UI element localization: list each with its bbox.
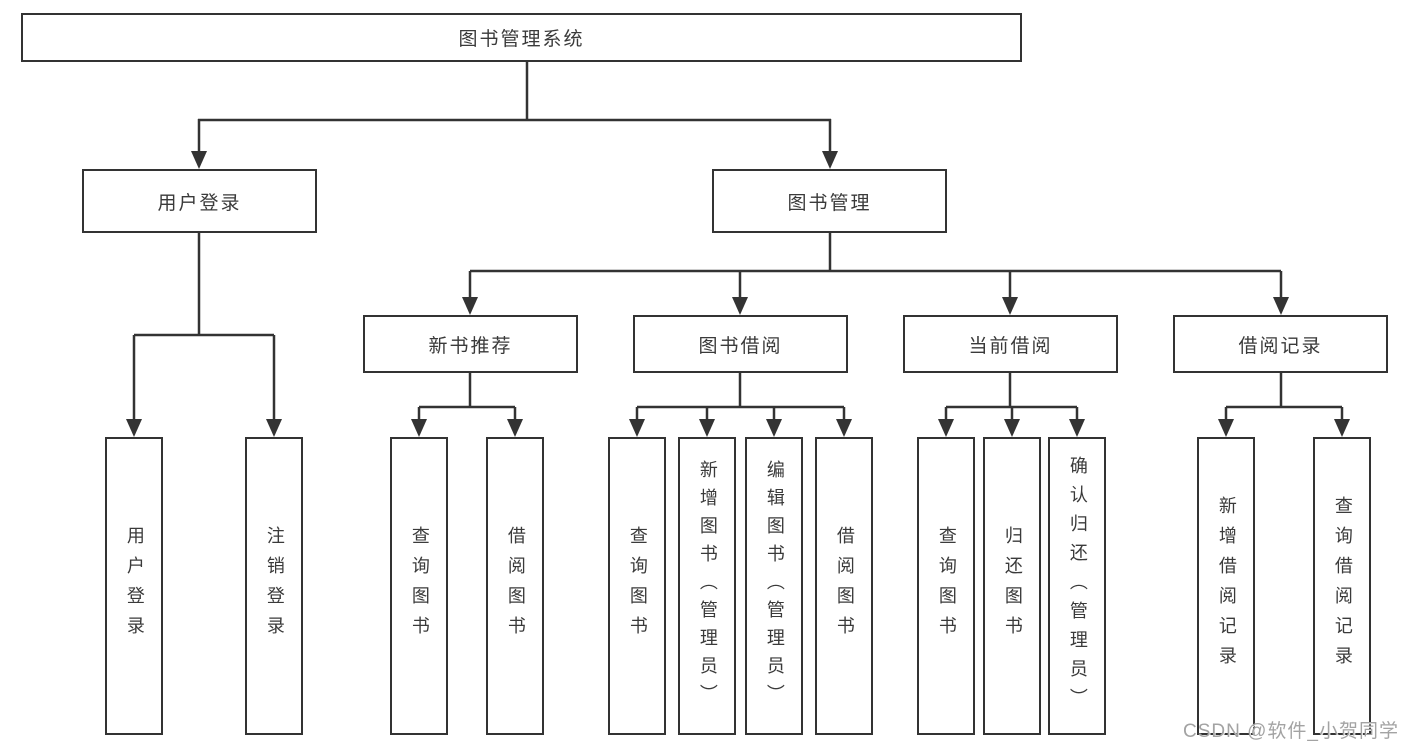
node-root-label: 图书管理系统 (458, 29, 585, 50)
leaf-bb-borrow-books: 借阅图书 (815, 437, 873, 735)
node-new-book-recommend-label: 新书推荐 (428, 335, 513, 357)
leaf-cb-return-books: 归还图书 (983, 437, 1041, 735)
node-book-mgmt: 图书管理 (712, 169, 947, 233)
leaf-cb-return-books-label: 归还图书 (1002, 526, 1023, 646)
node-current-borrow: 当前借阅 (903, 315, 1118, 373)
leaf-cb-confirm-return-admin-label: 确认归还（管理员） (1067, 455, 1088, 717)
leaf-bb-borrow-books-label: 借阅图书 (834, 526, 855, 646)
connector-current-borrow-to-children (938, 373, 1085, 437)
arrow-down-icon (1002, 297, 1018, 315)
leaf-bb-add-books-admin-label: 新增图书（管理员） (697, 460, 718, 712)
arrow-down-icon (732, 297, 748, 315)
node-root-library-system: 图书管理系统 (21, 13, 1022, 62)
leaf-bb-query-books: 查询图书 (608, 437, 666, 735)
arrow-down-icon (411, 419, 427, 437)
leaf-cb-confirm-return-admin: 确认归还（管理员） (1048, 437, 1106, 735)
connector-root-to-level2 (191, 62, 838, 169)
connector-borrow-records-to-children (1218, 373, 1350, 437)
node-book-borrow: 图书借阅 (633, 315, 848, 373)
connector-book-mgmt-to-level3 (462, 233, 1289, 315)
leaf-nbr-borrow-books-label: 借阅图书 (505, 526, 526, 646)
connector-user-login-to-children (126, 233, 282, 437)
node-book-mgmt-label: 图书管理 (787, 192, 872, 214)
leaf-br-add-borrow-record-label: 新增借阅记录 (1216, 496, 1237, 676)
arrow-down-icon (836, 419, 852, 437)
node-user-login-label: 用户登录 (157, 192, 242, 214)
arrow-down-icon (126, 419, 142, 437)
node-borrow-records-label: 借阅记录 (1238, 335, 1323, 357)
node-new-book-recommend: 新书推荐 (363, 315, 578, 373)
leaf-br-query-borrow-record: 查询借阅记录 (1313, 437, 1371, 735)
arrow-down-icon (629, 419, 645, 437)
arrow-down-icon (938, 419, 954, 437)
leaf-logout-login-label: 注销登录 (264, 526, 285, 646)
connector-new-book-rec-to-children (411, 373, 523, 437)
leaf-nbr-query-books-label: 查询图书 (409, 526, 430, 646)
arrow-down-icon (766, 419, 782, 437)
leaf-logout-login: 注销登录 (245, 437, 303, 735)
leaf-br-query-borrow-record-label: 查询借阅记录 (1332, 496, 1353, 676)
leaf-bb-add-books-admin: 新增图书（管理员） (678, 437, 736, 735)
arrow-down-icon (191, 151, 207, 169)
leaf-bb-query-books-label: 查询图书 (627, 526, 648, 646)
arrow-down-icon (507, 419, 523, 437)
arrow-down-icon (1069, 419, 1085, 437)
leaf-cb-query-books: 查询图书 (917, 437, 975, 735)
arrow-down-icon (1334, 419, 1350, 437)
leaf-user-login: 用户登录 (105, 437, 163, 735)
arrow-down-icon (266, 419, 282, 437)
arrow-down-icon (1004, 419, 1020, 437)
node-book-borrow-label: 图书借阅 (698, 335, 783, 357)
leaf-bb-edit-books-admin: 编辑图书（管理员） (745, 437, 803, 735)
leaf-user-login-label: 用户登录 (124, 526, 145, 646)
leaf-br-add-borrow-record: 新增借阅记录 (1197, 437, 1255, 735)
arrow-down-icon (699, 419, 715, 437)
arrow-down-icon (822, 151, 838, 169)
node-borrow-records: 借阅记录 (1173, 315, 1388, 373)
leaf-bb-edit-books-admin-label: 编辑图书（管理员） (764, 460, 785, 712)
arrow-down-icon (462, 297, 478, 315)
leaf-cb-query-books-label: 查询图书 (936, 526, 957, 646)
node-user-login: 用户登录 (82, 169, 317, 233)
leaf-nbr-borrow-books: 借阅图书 (486, 437, 544, 735)
node-current-borrow-label: 当前借阅 (968, 335, 1053, 357)
arrow-down-icon (1218, 419, 1234, 437)
leaf-nbr-query-books: 查询图书 (390, 437, 448, 735)
connector-book-borrow-to-children (629, 373, 852, 437)
arrow-down-icon (1273, 297, 1289, 315)
csdn-watermark: CSDN @软件_小贺同学 (1183, 721, 1399, 742)
